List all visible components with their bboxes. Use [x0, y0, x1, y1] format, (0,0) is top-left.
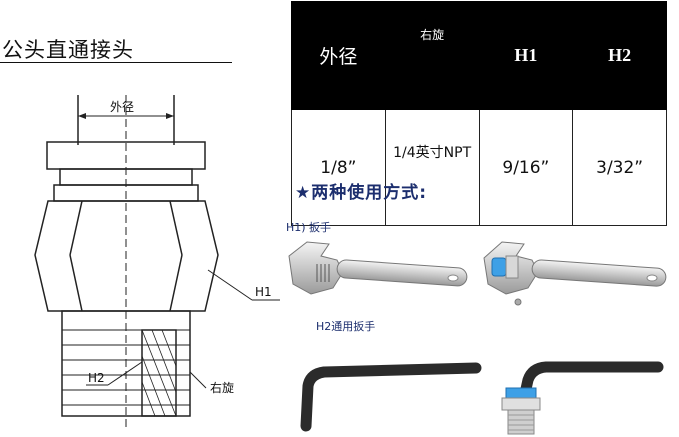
header-outer-diameter: 外径 [291, 1, 386, 110]
hex-key-image [300, 362, 482, 432]
adjustable-wrench-image [288, 241, 468, 295]
page-title: 公头直通接头 [2, 38, 134, 62]
h1-label: H1 [255, 285, 272, 299]
cell-outer-diameter: 1/8” [291, 109, 386, 226]
cell-h1: 9/16” [478, 109, 574, 226]
thread-direction-label: 右旋 [210, 380, 234, 395]
hex-key-with-fitting-image [501, 361, 664, 435]
adjustable-wrench-with-fitting-image [483, 241, 667, 306]
table-header-row: 外径 右旋 H1 H2 [291, 1, 667, 110]
cell-h2: 3/32” [572, 109, 667, 226]
cell-thread: 1/4英寸NPT [384, 109, 480, 226]
h2-label: H2 [88, 371, 105, 385]
fitting-cross-section-drawing: 外径 H1 H2 右旋 [34, 95, 280, 430]
table-row: 1/8” 1/4英寸NPT 9/16” 3/32” [291, 109, 667, 226]
spec-table: 外径 右旋 H1 H2 1/8” 1/4英寸NPT 9/16” 3/32” [291, 1, 667, 226]
header-h1: H1 [478, 1, 574, 110]
usage-title: ★两种使用方式: [295, 183, 428, 203]
od-label: 外径 [110, 100, 134, 114]
header-thread: 右旋 [384, 1, 480, 110]
h1-wrench-caption: H1) 扳手 [286, 221, 332, 234]
header-h2: H2 [572, 1, 667, 110]
h2-wrench-caption: H2通用扳手 [316, 320, 376, 333]
title-divider [0, 62, 232, 63]
